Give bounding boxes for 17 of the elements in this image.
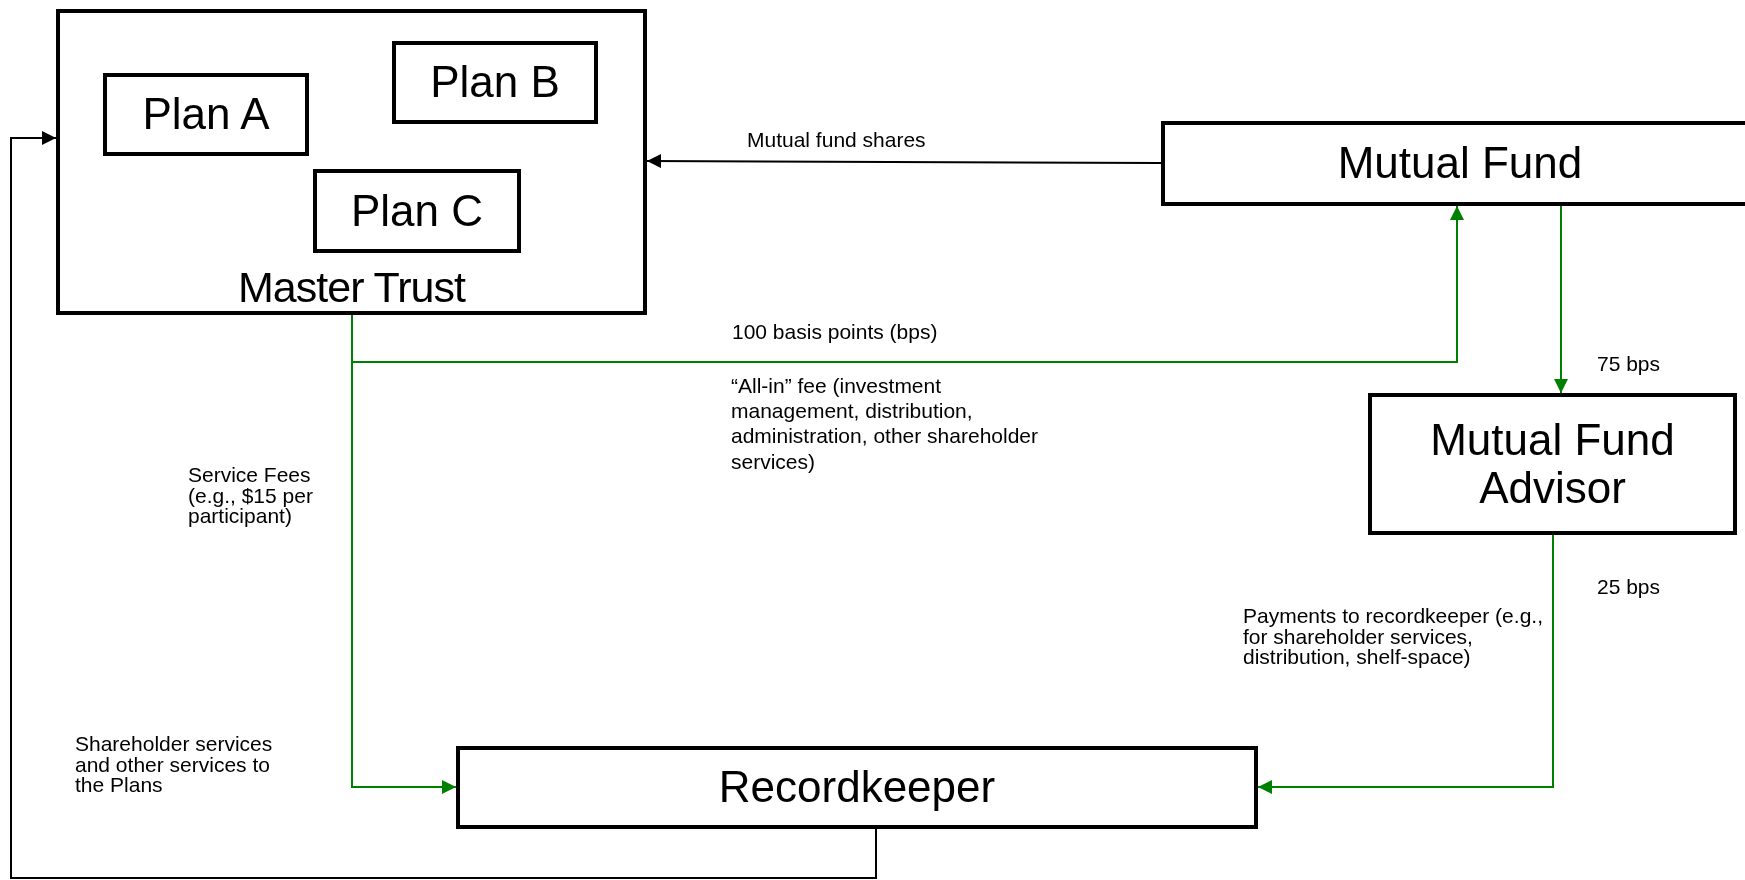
entity-box: Mutual Fund Advisor xyxy=(1368,393,1737,535)
entity-box: Plan B xyxy=(392,41,598,124)
note-text: Shareholder services and other services to the Plans xyxy=(75,734,274,796)
note-text: “All-in” fee (investment management, distribution, administration, other shareholder services) xyxy=(731,373,1039,474)
entity-box: Plan A xyxy=(103,73,309,156)
entity-box: Plan C xyxy=(313,169,521,253)
entity-box xyxy=(56,9,647,315)
arrow xyxy=(1257,534,1554,794)
arrow xyxy=(646,154,1162,169)
entity-box: Mutual Fund xyxy=(1161,121,1745,206)
entity-box: Recordkeeper xyxy=(456,746,1258,829)
arrow xyxy=(10,131,877,879)
arrow xyxy=(351,205,1464,363)
note-text: Payments to recordkeeper (e.g., for shareholder services, distribution, shelf-space) xyxy=(1243,606,1543,668)
note-text: Service Fees (e.g., $15 per participant) xyxy=(188,465,314,527)
arrow xyxy=(1554,205,1568,394)
group-title: Master Trust xyxy=(237,263,467,311)
